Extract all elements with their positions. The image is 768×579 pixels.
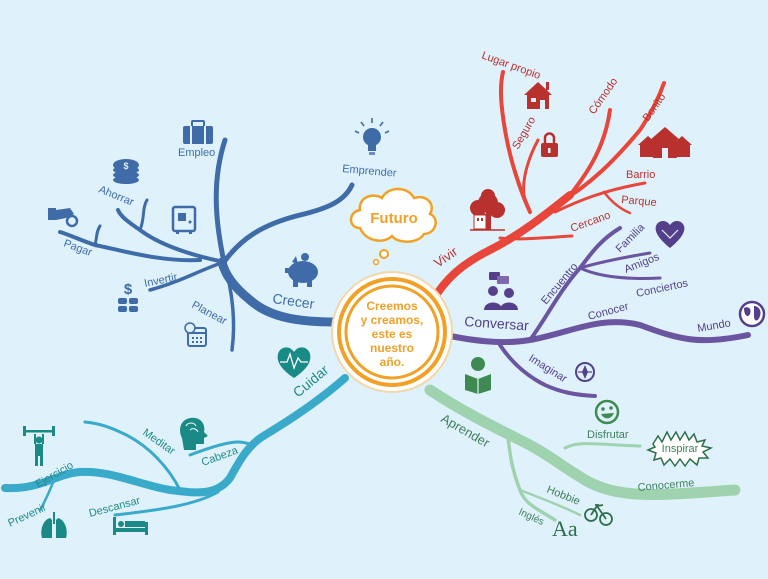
- briefcase-icon: [183, 120, 213, 144]
- heartbeat-icon: [277, 347, 311, 378]
- conversation-people-icon: [484, 272, 518, 310]
- vivir-sub-parque: Parque: [621, 194, 657, 209]
- reading-person-icon: [465, 357, 491, 394]
- center-text: Creemos y creamos, este es nuestro año.: [361, 299, 424, 369]
- branch-crecer: [58, 137, 355, 352]
- svg-text:$: $: [124, 281, 133, 298]
- conversar-sub-imaginar: Imaginar: [526, 352, 569, 385]
- safe-icon: [171, 205, 197, 234]
- compass-icon: [575, 362, 595, 382]
- conversar-sub-mundo: Mundo: [696, 317, 731, 335]
- crecer-sub-ahorrar: Ahorrar: [97, 184, 136, 209]
- conversar-sub-familia: Familia: [614, 221, 648, 255]
- globe-icon: [738, 300, 766, 328]
- center-line-2: y creamos,: [361, 313, 424, 327]
- svg-text:$: $: [123, 161, 128, 171]
- aprender-sub-hobbie: Hobbie: [545, 484, 582, 508]
- house-icon: [524, 82, 552, 109]
- vivir-sub-bonito: Bonito: [641, 91, 669, 123]
- crecer-label: Crecer: [272, 290, 316, 312]
- handshake-heart-icon: [655, 220, 685, 248]
- crecer-sub-emprender: Emprender: [342, 163, 398, 180]
- center-line-3: este es: [372, 327, 413, 341]
- center-line-5: año.: [380, 355, 405, 369]
- padlock-icon: [541, 132, 558, 157]
- conversar-sub-conciertos: Conciertos: [635, 277, 689, 300]
- futuro-cloud[interactable]: [349, 187, 437, 266]
- aprender-sub-conocerme: Conocerme: [637, 477, 695, 494]
- font-aa-glyph: Aa: [552, 516, 578, 541]
- center-node[interactable]: [331, 271, 453, 393]
- aprender-sub-inspirar: Inspirar: [662, 443, 699, 455]
- branch-aprender: [424, 384, 741, 522]
- cuidar-sub-prevenir: Prevenir: [6, 501, 48, 529]
- conversar-label: Conversar: [464, 313, 530, 333]
- vivir-sub-comodo: Cómodo: [587, 76, 621, 117]
- vivir-sub-lugar-propio: Lugar propio: [480, 50, 542, 82]
- aprender-sub-disfrutar: Disfrutar: [587, 429, 629, 441]
- weightlifter-icon: [23, 426, 55, 466]
- branch-cuidar: [1, 374, 349, 517]
- bed-icon: [113, 517, 148, 535]
- crecer-sub-planear: Planear: [190, 299, 229, 328]
- vivir-label: Vivir: [431, 243, 461, 270]
- lightbulb-icon: [354, 118, 390, 155]
- center-line-4: nuestro: [370, 341, 414, 355]
- piggy-bank-icon: [285, 253, 318, 287]
- inspirar-burst: [645, 430, 714, 468]
- tree-house-icon: [470, 189, 505, 231]
- money-plant-icon: $: [118, 281, 138, 312]
- center-line-1: Creemos: [366, 299, 418, 313]
- calendar-clock-icon: [184, 322, 207, 347]
- smiley-icon: [594, 399, 620, 425]
- cuidar-sub-meditar: Meditar: [140, 427, 177, 458]
- conversar-sub-encuentro: Encuentro: [539, 261, 580, 307]
- payment-hand-icon: [48, 208, 79, 228]
- branch-vivir: [429, 70, 666, 304]
- branch-conversar: [442, 226, 751, 398]
- crecer-sub-empleo: Empleo: [178, 147, 215, 159]
- lungs-icon: [41, 512, 67, 538]
- vivir-sub-cercano: Cercano: [569, 209, 612, 234]
- futuro-label: Futuro: [370, 210, 417, 227]
- coins-icon: $: [113, 159, 139, 184]
- bicycle-icon: [584, 504, 613, 526]
- brain-head-icon: [180, 417, 208, 450]
- vivir-sub-barrio: Barrio: [626, 169, 655, 181]
- neighborhood-icon: [638, 127, 692, 158]
